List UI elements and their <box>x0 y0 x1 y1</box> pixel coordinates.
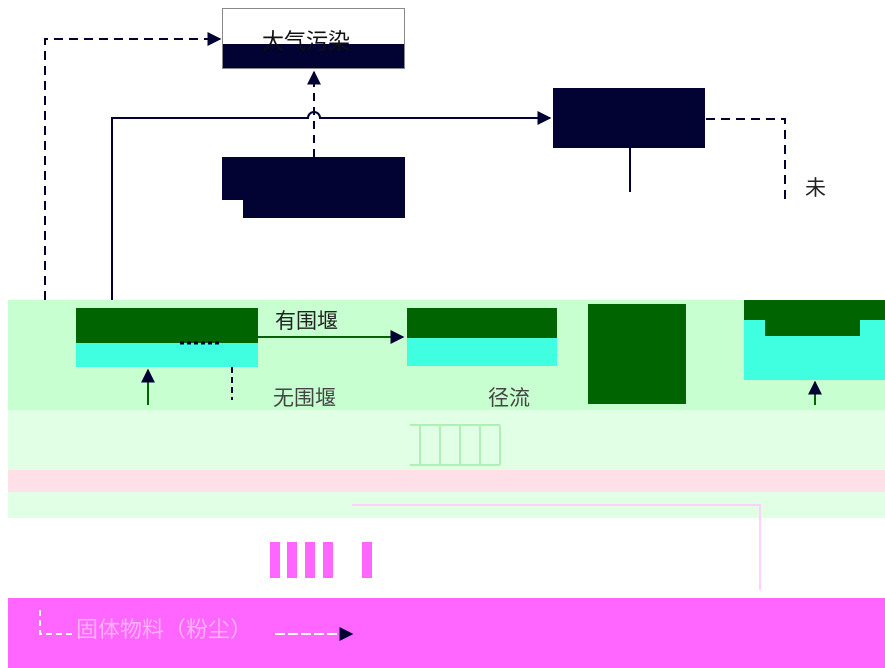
left-cyan-box <box>76 343 258 367</box>
bar-5 <box>362 542 372 578</box>
dashed-line-to-air <box>44 32 222 300</box>
air-pollution-label: 大气污染 <box>262 30 351 55</box>
solid-line-to-process <box>111 111 552 300</box>
source-box-lower <box>243 198 405 218</box>
partial-label: 未 <box>805 176 826 200</box>
left-green-box <box>76 308 258 343</box>
runoff-label: 径流 <box>488 386 530 410</box>
pink-band <box>8 470 885 492</box>
with-cofferdam-label: 有围堰 <box>275 309 338 333</box>
runoff-grid <box>410 424 501 466</box>
treatment-green-box <box>588 304 686 404</box>
source-box <box>222 157 405 200</box>
bar-3 <box>305 542 315 578</box>
bar-1 <box>270 542 280 578</box>
air-pollution-box-fill <box>223 44 404 68</box>
center-cyan-box <box>407 338 557 366</box>
bar-2 <box>287 542 297 578</box>
right-process-box <box>553 88 705 148</box>
bar-4 <box>323 542 333 578</box>
solid-material-guide <box>39 610 72 635</box>
center-green-box <box>407 308 557 338</box>
right-green-notch <box>765 300 860 336</box>
solid-material-label: 固体物料（粉尘） <box>76 618 253 643</box>
dashed-line-process-right <box>706 118 786 200</box>
without-cofferdam-label: 无围堰 <box>273 386 336 410</box>
bottom-outline <box>352 504 761 590</box>
magenta-band <box>8 598 885 668</box>
air-pollution-box <box>222 8 405 69</box>
